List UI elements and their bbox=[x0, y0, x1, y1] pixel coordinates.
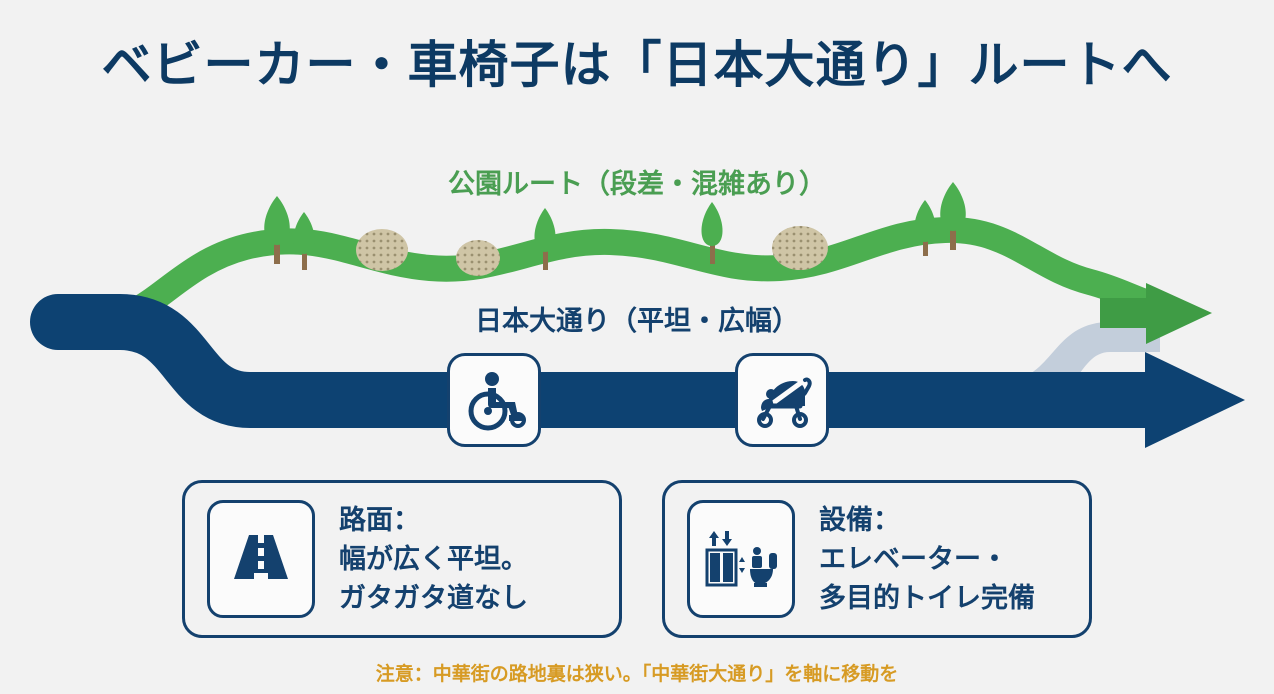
card-road-line-3: ガタガタ道なし bbox=[339, 582, 528, 613]
main-street-route-label: 日本大通り（平坦・広幅） bbox=[475, 306, 799, 336]
card-facilities-text: 設備： エレベーター・ 多目的トイレ完備 bbox=[819, 501, 1035, 618]
bush bbox=[772, 226, 828, 270]
elevator-toilet-icon bbox=[705, 531, 777, 587]
card-road-surface: 路面： 幅が広く平坦。 ガタガタ道なし bbox=[182, 480, 622, 638]
stroller-icon bbox=[756, 377, 812, 428]
tree bbox=[264, 196, 290, 264]
tree bbox=[701, 202, 723, 264]
scenery-bushes bbox=[356, 226, 828, 276]
card-road-text: 路面： 幅が広く平坦。 ガタガタ道なし bbox=[339, 501, 528, 618]
stroller-badge bbox=[735, 353, 829, 447]
card-facilities-line-1: 設備： bbox=[819, 504, 900, 535]
tree bbox=[534, 208, 556, 270]
wheelchair-badge bbox=[447, 353, 541, 447]
main-street-route-path bbox=[30, 294, 1245, 448]
card-road-line-2: 幅が広く平坦。 bbox=[339, 543, 528, 574]
caution-note: 注意：中華街の路地裏は狭い。「中華街大通り」を軸に移動を bbox=[375, 664, 899, 685]
bush bbox=[456, 240, 500, 276]
park-route-label: 公園ルート（段差・混雑あり） bbox=[448, 169, 826, 199]
bush bbox=[356, 229, 408, 271]
card-road-icon-box bbox=[207, 500, 315, 618]
card-facilities-line-2: エレベーター・ bbox=[819, 543, 1008, 574]
page-title: ベビーカー・車椅子は「日本大通り」ルートへ bbox=[101, 37, 1173, 93]
road-icon bbox=[234, 535, 288, 579]
card-facilities-line-3: 多目的トイレ完備 bbox=[819, 582, 1035, 613]
tree bbox=[914, 200, 936, 256]
card-road-line-1: 路面： bbox=[339, 504, 420, 535]
wheelchair-icon bbox=[468, 372, 526, 431]
card-facilities: 設備： エレベーター・ 多目的トイレ完備 bbox=[662, 480, 1092, 638]
tree bbox=[293, 212, 315, 270]
card-facilities-icon-box bbox=[687, 500, 795, 618]
